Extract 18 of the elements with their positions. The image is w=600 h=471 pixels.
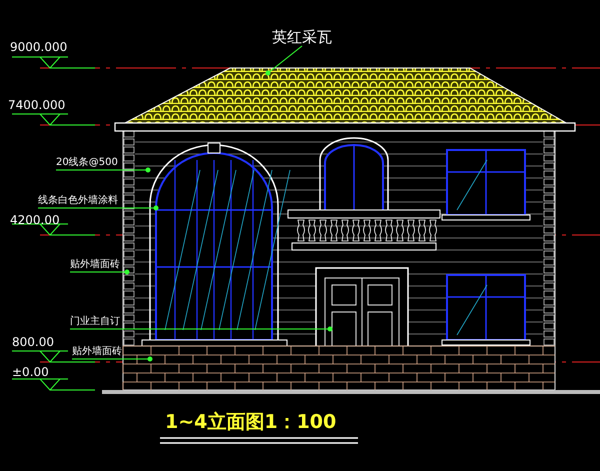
- elevation-label: 9000.000: [10, 40, 68, 54]
- elevation-label: 7400.000: [8, 98, 66, 112]
- leader-line: [56, 168, 150, 172]
- annotation-text: 门业主自订: [70, 316, 120, 328]
- leader-line: [70, 270, 130, 274]
- elevation-label: ±0.00: [12, 365, 49, 379]
- leader-line: [38, 206, 158, 210]
- elevation-label: 800.00: [12, 335, 54, 349]
- annotation-text: 贴外墙面砖: [72, 346, 122, 358]
- leader-line: [72, 356, 152, 362]
- annotation-text: 英红采瓦: [272, 28, 332, 46]
- elevation-label: 4200.00: [10, 213, 60, 227]
- annotation-text: 贴外墙面砖: [70, 259, 120, 271]
- annotation-text: 20线条@500: [56, 157, 118, 169]
- annotation-text: 线条白色外墙涂料: [38, 195, 118, 207]
- leader-line: [266, 46, 302, 76]
- drawing-title: 1~4立面图1：100: [165, 410, 336, 434]
- leader-line: [70, 326, 332, 332]
